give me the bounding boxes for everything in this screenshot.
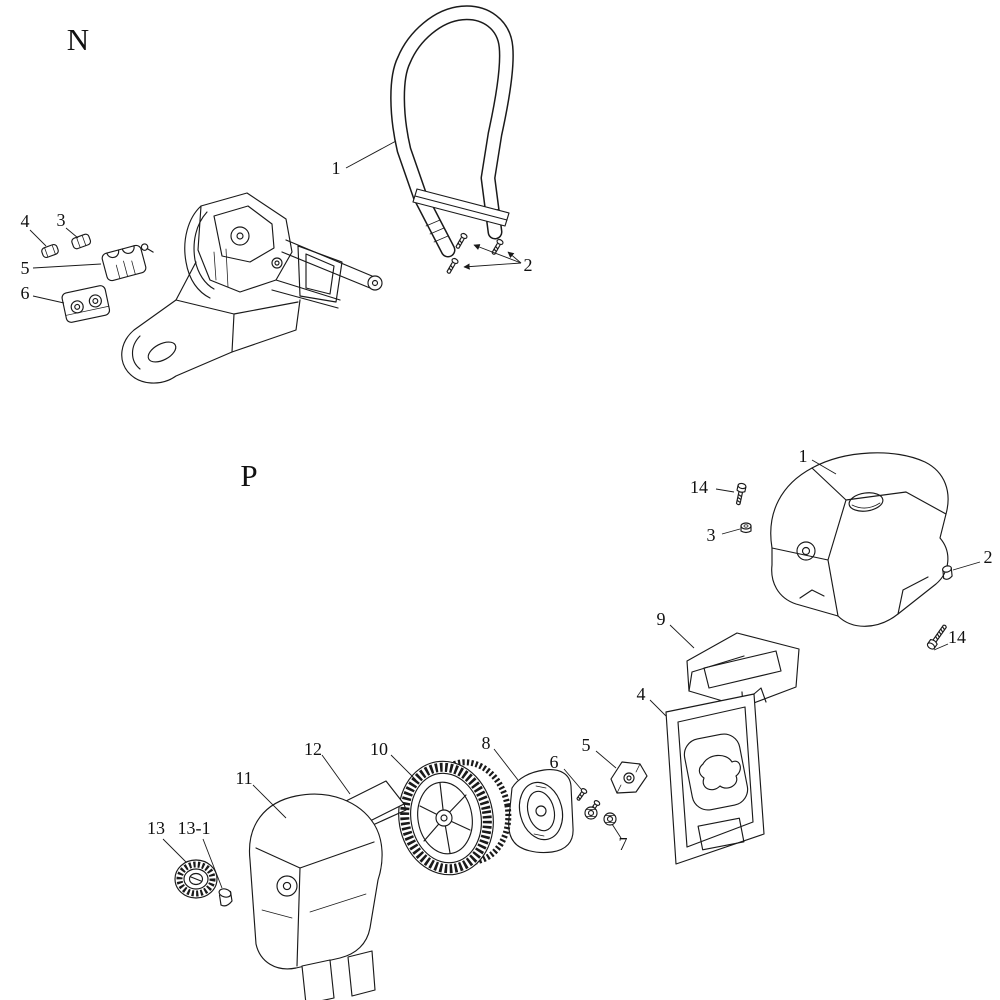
leader-p-13-1 — [202, 838, 223, 889]
callout-n-3: 3 — [57, 210, 66, 230]
leader-p-12 — [321, 754, 351, 795]
callout-p-11: 11 — [235, 768, 252, 788]
part-p-back-plate — [665, 687, 767, 865]
callout-n-2: 2 — [524, 255, 533, 275]
callout-p-3: 3 — [707, 525, 716, 545]
leader-p-11 — [252, 784, 287, 819]
callout-p-4: 4 — [637, 684, 646, 704]
leader-p-13 — [162, 838, 187, 863]
callout-p-13-1: 13-1 — [178, 818, 211, 838]
part-p-knob — [174, 859, 218, 899]
part-p-cap — [942, 565, 953, 580]
leader-n-4 — [29, 229, 47, 247]
callout-p-6: 6 — [550, 752, 559, 772]
leader-p-8 — [493, 748, 519, 781]
part-n-spacer — [41, 243, 59, 259]
part-p-bracket — [610, 761, 648, 794]
part-n-screws — [446, 232, 504, 274]
part-p-screw-top — [735, 482, 747, 506]
section-n-label: N — [67, 22, 89, 57]
leader-p-2 — [952, 561, 981, 571]
part-n-clamp-half — [71, 233, 92, 250]
leader-p-7 — [611, 823, 622, 839]
callout-p-12: 12 — [304, 739, 322, 759]
callout-p-13: 13 — [147, 818, 165, 838]
leader-p-10 — [390, 754, 417, 781]
section-p-label: P — [240, 458, 257, 493]
part-n-chassis-assembly — [121, 192, 383, 384]
leader-p-9 — [669, 624, 695, 649]
callout-p-10: 10 — [370, 739, 388, 759]
leader-n-2a — [507, 251, 522, 264]
leader-n-2c — [463, 262, 522, 270]
part-p-nut-small — [740, 522, 752, 534]
part-p-screw-right — [926, 624, 947, 650]
callout-p-1: 1 — [799, 446, 808, 466]
callout-n-5: 5 — [21, 258, 30, 278]
section-n: N 1 2 — [21, 5, 533, 384]
part-p-top-cover — [770, 452, 949, 627]
callout-p-5: 5 — [582, 735, 591, 755]
part-p-cover-housing — [248, 793, 383, 1000]
part-n-clamp-block-upper — [101, 243, 154, 282]
callout-p-14-right: 14 — [948, 627, 966, 647]
part-p-nuts — [584, 806, 617, 826]
part-p-air-filter — [398, 759, 512, 876]
leader-p-14-top — [715, 488, 735, 493]
part-p-knob-stud — [218, 888, 233, 907]
part-n-clamp-block-lower — [61, 285, 111, 323]
leader-n-1 — [345, 140, 397, 169]
callout-p-7: 7 — [619, 834, 628, 854]
leader-n-6 — [32, 295, 65, 304]
callout-p-2: 2 — [984, 547, 993, 567]
leader-p-6 — [563, 768, 582, 790]
section-p: P 1 14 3 — [147, 446, 993, 1000]
callout-n-1: 1 — [332, 158, 341, 178]
leader-p-3 — [721, 528, 741, 535]
leader-p-5 — [595, 750, 617, 769]
leader-n-2b — [473, 244, 522, 264]
callout-p-8: 8 — [482, 733, 491, 753]
leader-p-1 — [811, 459, 837, 475]
callout-p-14-top: 14 — [690, 477, 708, 497]
callout-p-9: 9 — [657, 609, 666, 629]
callout-n-6: 6 — [21, 283, 30, 303]
leader-n-3 — [65, 227, 79, 239]
part-p-filter-housing — [508, 769, 574, 854]
part-n-handle-bar — [390, 5, 514, 258]
leader-p-14-right — [933, 643, 949, 651]
leader-p-4 — [649, 699, 667, 717]
callout-n-4: 4 — [21, 211, 30, 231]
leader-n-5 — [32, 263, 102, 269]
